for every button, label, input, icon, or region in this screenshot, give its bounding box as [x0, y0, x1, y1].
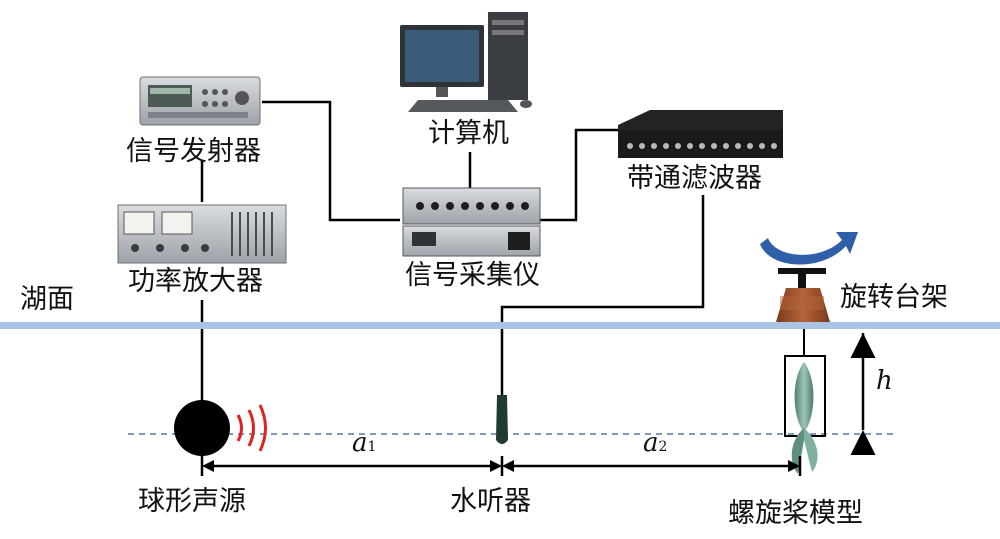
label-a1: a1: [352, 428, 376, 458]
hydrophone: [496, 385, 508, 444]
bandpass-filter-device: [618, 110, 783, 158]
a2-subscript: 2: [658, 439, 668, 455]
sound-waves-icon: [236, 404, 267, 452]
a1-symbol: a: [352, 428, 368, 458]
a2-symbol: a: [643, 428, 659, 458]
label-computer: 计算机: [428, 118, 509, 149]
propeller-model: [784, 329, 826, 474]
label-daq: 信号采集仪: [405, 260, 540, 291]
signal-generator-device: [139, 76, 261, 126]
power-amplifier-device: [117, 204, 287, 264]
computer-device: [400, 12, 532, 112]
sphere-source: [174, 400, 230, 456]
rotation-arrow-icon: [760, 232, 858, 265]
rotating-mount: [760, 232, 858, 322]
cable-filter-to-hydrophone: [500, 195, 705, 385]
label-signal-generator: 信号发射器: [126, 136, 261, 167]
a1-subscript: 1: [367, 439, 377, 455]
daq-device: [402, 187, 541, 257]
distance-arrows: [200, 456, 802, 476]
label-bandpass-filter: 带通滤波器: [627, 163, 762, 194]
label-a2: a2: [643, 428, 667, 458]
cable-generator-to-daq: [262, 100, 400, 222]
lake-surface-line: [0, 322, 1000, 329]
label-h: h: [876, 366, 893, 396]
label-power-amplifier: 功率放大器: [128, 266, 263, 297]
label-rotating-mount: 旋转台架: [840, 282, 948, 313]
label-hydrophone: 水听器: [450, 486, 531, 517]
label-propeller-model: 螺旋桨模型: [728, 498, 863, 529]
label-sphere-source: 球形声源: [138, 486, 246, 517]
cables: [200, 100, 705, 405]
label-lake-surface: 湖面: [20, 284, 74, 315]
cable-daq-to-filter: [540, 128, 618, 222]
